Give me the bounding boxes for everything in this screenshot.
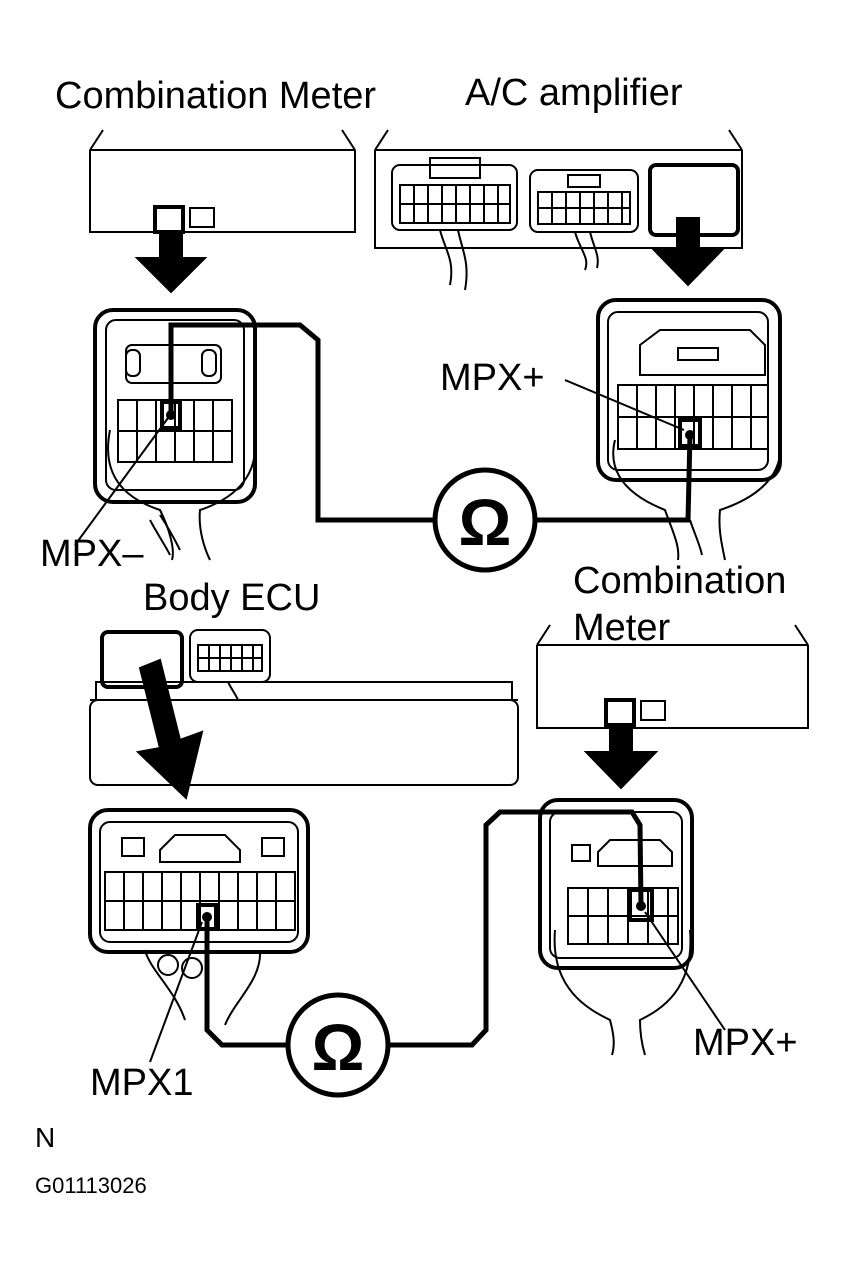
down-arrow-icon	[134, 231, 208, 294]
mpx1-label: MPX1	[90, 1062, 193, 1104]
ohm-symbol-bottom: Ω	[312, 1010, 365, 1084]
figure-code: G01113026	[35, 1173, 147, 1198]
test-lead-top	[168, 322, 693, 523]
ohmmeter-icon: Ω	[432, 467, 538, 573]
ohmmeter-icon: Ω	[285, 992, 391, 1098]
test-lead-bottom	[204, 809, 644, 1048]
down-arrow-icon	[135, 658, 204, 800]
body-ecu-unit	[89, 629, 519, 786]
connector-icon	[88, 808, 310, 1026]
mpx-plus-top-label: MPX+	[440, 357, 545, 399]
ohm-symbol-top: Ω	[459, 485, 512, 559]
ac-amplifier-unit	[374, 129, 743, 291]
combination-meter-unit-top	[89, 129, 356, 234]
connector-icon	[596, 298, 782, 561]
body-ecu-label: Body ECU	[143, 577, 320, 619]
combination-meter-bottom-label-line2: Meter	[573, 607, 670, 649]
mpx-plus-bottom-label: MPX+	[693, 1022, 798, 1064]
connector-icon	[93, 308, 257, 561]
down-arrow-icon	[651, 217, 725, 287]
combination-meter-unit-bottom	[536, 624, 809, 729]
combination-meter-bottom-label-line1: Combination	[573, 560, 786, 602]
connector-icon	[538, 798, 694, 1056]
down-arrow-icon	[583, 724, 659, 790]
combination-meter-top-label: Combination Meter	[55, 75, 376, 117]
leader-lines	[74, 379, 726, 1063]
ac-amplifier-label: A/C amplifier	[465, 72, 683, 114]
mpx-minus-label: MPX–	[40, 533, 144, 575]
footer-letter: N	[35, 1122, 55, 1153]
